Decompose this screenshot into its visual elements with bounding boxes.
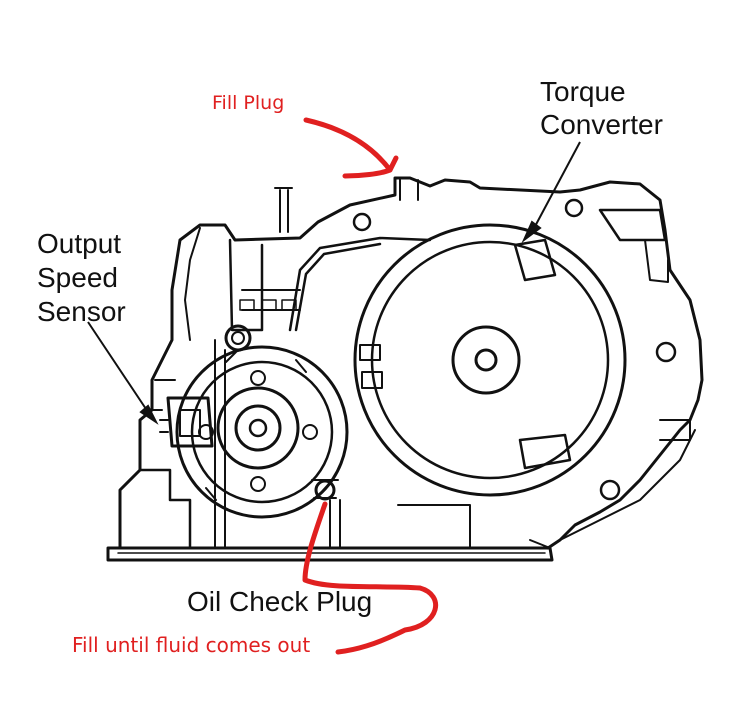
torque-converter-center	[474, 348, 498, 372]
output-speed-sensor-label-line1: Output	[37, 228, 122, 259]
output-sensor-leader	[87, 321, 151, 416]
torque-converter-hub	[451, 325, 521, 395]
output-shaft	[234, 404, 282, 452]
torque-converter-inner	[370, 240, 610, 480]
torque-converter-label-line2: Converter	[540, 109, 663, 140]
oil-check-arrow	[302, 501, 439, 655]
bolt-right	[655, 341, 677, 363]
output-sensor-arrowhead	[139, 404, 159, 425]
torque-converter-arrowhead	[521, 220, 542, 244]
bolt-top-right	[564, 198, 584, 218]
torque-converter-outer	[353, 223, 627, 497]
transmission-housing	[118, 176, 704, 550]
output-speed-sensor-label-line3: Sensor	[37, 296, 126, 327]
bolt-lower-right	[599, 479, 621, 501]
oil-pan	[106, 546, 554, 562]
fill-instruction-note: Fill until fluid comes out	[72, 633, 311, 657]
output-flange-inner	[216, 386, 300, 470]
oil-check-plug-label: Oil Check Plug	[187, 586, 373, 617]
torque-converter-label-line1: Torque	[540, 76, 626, 107]
output-speed-sensor	[166, 396, 214, 448]
output-speed-sensor-label-line2: Speed	[37, 262, 118, 293]
bolt-top-center	[352, 212, 372, 232]
output-flange-mid	[190, 360, 334, 504]
torque-converter-leader	[531, 141, 581, 233]
fill-plug-label: Fill Plug	[212, 92, 285, 114]
output-flange-outer	[175, 345, 349, 519]
fill-plug-arrow	[303, 117, 393, 179]
